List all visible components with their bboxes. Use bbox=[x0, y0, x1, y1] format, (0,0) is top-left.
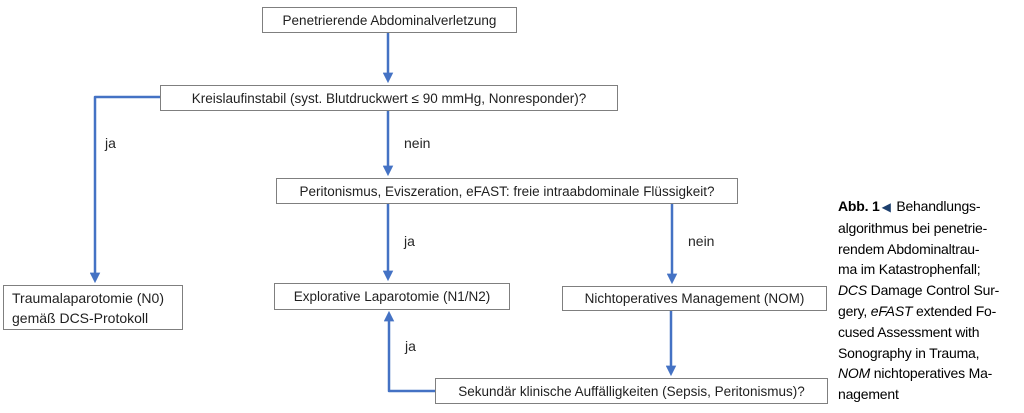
caption-text: ma im Katastrophenfall; bbox=[838, 261, 981, 278]
caption-text: Behandlungs- bbox=[892, 198, 981, 214]
caption-text: extended Fo- bbox=[912, 302, 997, 319]
caption-text: Damage Control Sur- bbox=[866, 282, 1000, 299]
node-nonoperative-management: Nichtoperatives Management (NOM) bbox=[562, 286, 827, 311]
caption-text: nagement bbox=[838, 386, 899, 403]
caption-abbr-nom: NOM bbox=[838, 365, 871, 382]
node-circulatory-instability-question: Kreislaufinstabil (syst. Blutdruckwert ≤… bbox=[160, 85, 618, 111]
node-explorative-laparotomy: Explorative Laparotomie (N1/N2) bbox=[274, 283, 510, 310]
caption-left-triangle-icon: ◀ bbox=[881, 200, 891, 214]
figure-caption: Abb. 1◀ Behandlungs- algorithmus bei pen… bbox=[838, 196, 1024, 405]
caption-figure-number: Abb. 1 bbox=[838, 198, 880, 214]
caption-abbr-efast: eFAST bbox=[870, 302, 913, 319]
edge-label-instability-ja: ja bbox=[105, 135, 116, 151]
caption-abbr-dcs: DCS bbox=[838, 282, 867, 299]
node-trauma-laparotomy: Traumalaparotomie (N0) gemäß DCS-Protoko… bbox=[3, 285, 183, 330]
caption-text: rendem Abdominaltrau- bbox=[838, 240, 980, 257]
node-penetrating-abdominal-injury: Penetrierende Abdominalverletzung bbox=[262, 7, 517, 33]
node-secondary-clinical-findings-question: Sekundär klinische Auffälligkeiten (Seps… bbox=[435, 378, 828, 404]
caption-text: Sonography in Trauma, bbox=[838, 344, 980, 361]
node-peritonism-efast-question: Peritonismus, Eviszeration, eFAST: freie… bbox=[276, 178, 738, 204]
edge-label-peritonism-ja: ja bbox=[404, 233, 415, 249]
caption-text: cused Assessment with bbox=[838, 323, 980, 340]
caption-text: algorithmus bei penetrie- bbox=[838, 219, 988, 236]
edge-label-secondary-ja: ja bbox=[405, 338, 416, 354]
caption-text: nichtoperatives Ma- bbox=[870, 365, 993, 382]
edge-label-instability-nein: nein bbox=[404, 135, 431, 151]
edge-label-peritonism-nein: nein bbox=[688, 233, 715, 249]
arrow-instability-ja-to-traumalaparotomy bbox=[89, 95, 160, 284]
caption-text: gery, bbox=[838, 302, 871, 319]
